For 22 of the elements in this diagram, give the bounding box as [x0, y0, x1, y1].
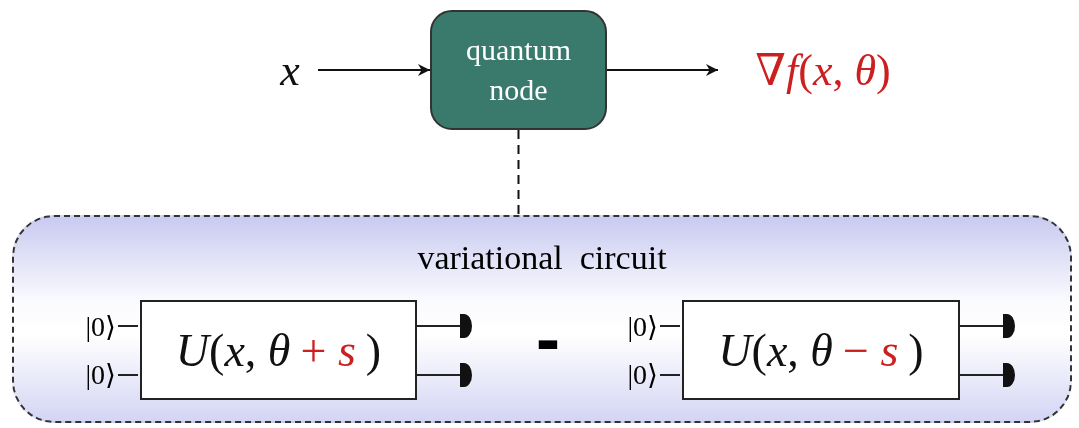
- circuit-panel: [12, 215, 1072, 423]
- gate-text: U(x, θ: [718, 323, 833, 377]
- shift-term: − s: [842, 323, 899, 377]
- qubit-state-label: |0⟩: [84, 310, 116, 343]
- gate-text: U(x, θ: [175, 323, 291, 377]
- gradient-text: ∇f(x, θ): [755, 45, 891, 96]
- qubit-state-label: |0⟩: [626, 358, 658, 391]
- panel-heading: variational circuit: [416, 239, 668, 277]
- node-text: quantum node: [465, 31, 572, 108]
- unitary-gate-box: [140, 300, 417, 400]
- dashed-connector: [517, 129, 520, 216]
- arrow: [606, 64, 719, 76]
- process-box: [430, 10, 607, 130]
- shift-term: + s: [300, 323, 356, 377]
- variable-text: x: [280, 44, 300, 96]
- arrow: [317, 64, 431, 76]
- gate-text: ): [365, 323, 382, 377]
- qubit-state-label: |0⟩: [84, 358, 116, 391]
- unitary-gate-box: [682, 300, 960, 400]
- qubit-state-label: |0⟩: [626, 310, 658, 343]
- gate-text: ): [908, 323, 924, 377]
- minus-sign: -: [534, 306, 562, 376]
